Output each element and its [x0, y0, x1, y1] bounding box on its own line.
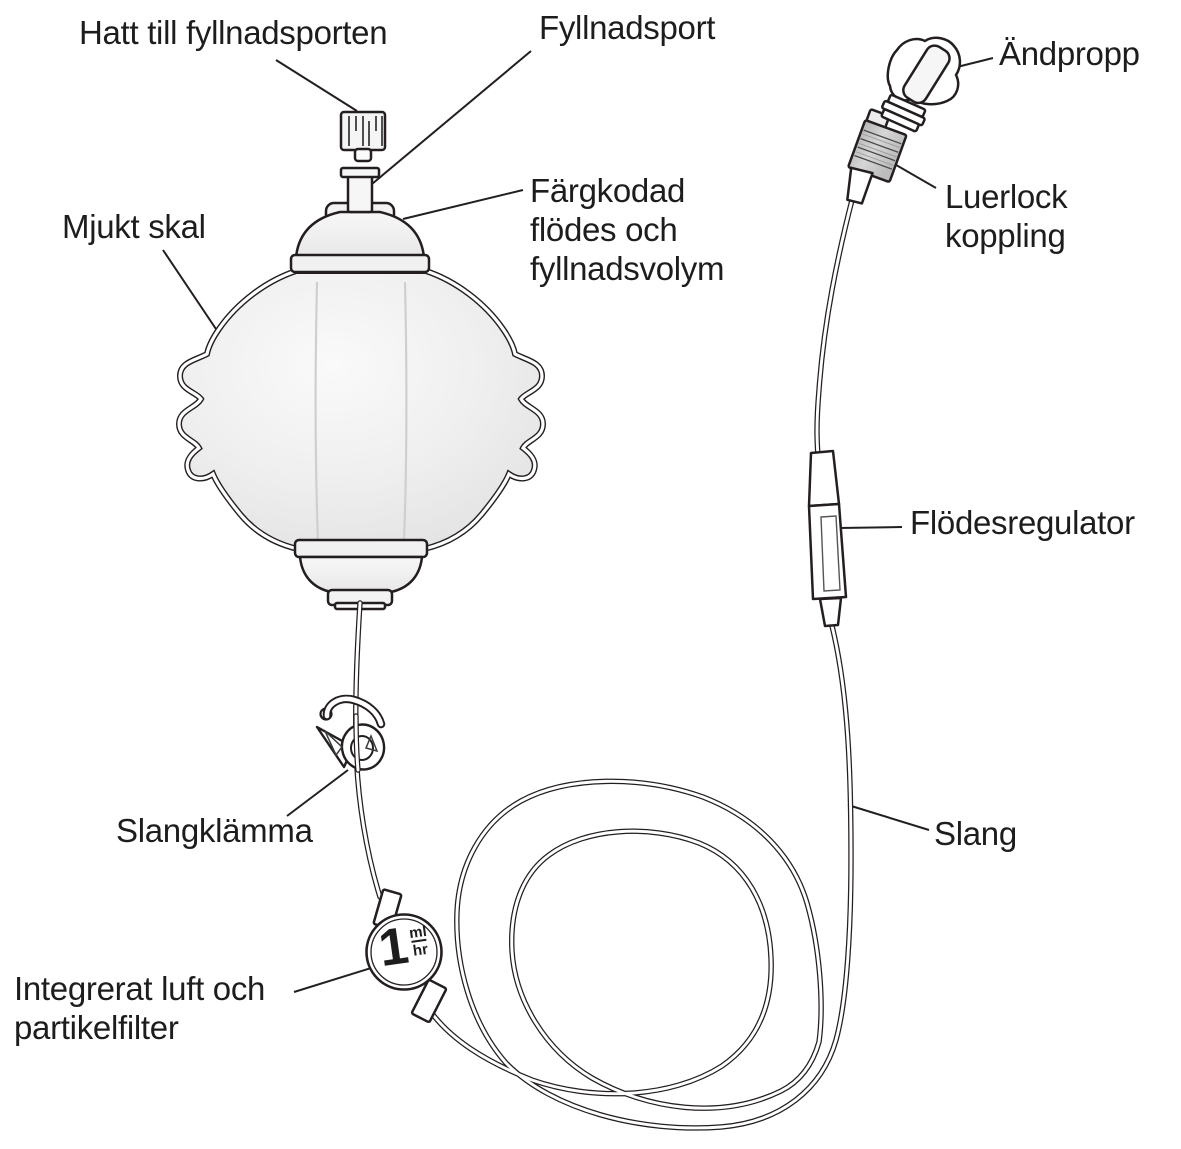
fill-port-cap: [339, 110, 387, 163]
color-coded-dome: [294, 210, 426, 259]
luer-lower-connector: [846, 166, 874, 205]
pump-bottom-assembly: [293, 538, 429, 611]
clamp-hole-tail: [324, 730, 344, 757]
luer-thread-lines: [854, 129, 902, 170]
endcap-plug: [902, 44, 951, 105]
label-filter: Integrerat luft och partikelfilter: [14, 970, 266, 1046]
leader-fargkodad: [402, 189, 524, 220]
label-soft-shell: Mjukt skal: [62, 208, 206, 245]
leader-slangklamma: [286, 769, 349, 817]
cap-stub: [353, 147, 373, 163]
leader-hatt: [275, 59, 358, 112]
label-flow-regulator: Flödesregulator: [910, 504, 1135, 541]
leader-slang: [847, 804, 930, 831]
label-cap: Hatt till fyllnadsporten: [79, 14, 388, 51]
tube-coil: [428, 622, 851, 1128]
label-fill-port: Fyllnadsport: [539, 9, 716, 46]
leader-mjukt-skal: [162, 249, 221, 336]
balloon-panel-line-left: [314, 281, 320, 543]
end-cap: [880, 36, 962, 133]
label-color-coded: Färgkodad flödes och fyllnadsvolym: [530, 172, 725, 287]
regulator-window: [820, 515, 841, 592]
filter-outlet-connector: [410, 978, 448, 1024]
pump-top-assembly: [289, 201, 431, 274]
air-particle-filter: [365, 888, 448, 1024]
leader-fyllnadsport: [371, 50, 532, 185]
tube-clamp: [315, 699, 388, 773]
regulator-lower-body: [807, 502, 848, 601]
bottom-collar: [293, 538, 429, 559]
filter-disc-inner: [370, 918, 438, 986]
port-flange: [339, 166, 381, 179]
regulator-upper-body: [807, 449, 841, 508]
clamp-tube-overlay: [356, 716, 358, 770]
filter-flow-rate-badge: 1 ml hr: [375, 916, 431, 979]
leader-flodesregulator: [838, 526, 903, 529]
endcap-collar-rings: [880, 93, 927, 133]
port-stem: [346, 172, 374, 214]
clamp-hole-right: [364, 734, 379, 753]
tube-luer-to-regulator: [817, 200, 852, 456]
flow-regulator: [807, 449, 848, 628]
regulator-bottom-connector: [818, 596, 843, 628]
fill-port: [339, 166, 381, 214]
luer-lock-coupling: [846, 108, 908, 205]
luer-thread-lines-light: [855, 133, 901, 166]
label-luer-lock: Luerlock koppling: [945, 178, 1068, 254]
bottom-cup: [298, 555, 424, 594]
soft-shell-balloon: [179, 271, 543, 549]
cap-ribs: [348, 116, 383, 146]
label-end-cap: Ändpropp: [999, 35, 1140, 72]
balloon-panel-line-right: [402, 281, 408, 543]
flow-rate-value: 1: [375, 916, 412, 979]
label-tube-clamp: Slangklämma: [116, 812, 313, 849]
label-tube: Slang: [934, 815, 1017, 852]
top-collar: [289, 253, 431, 274]
